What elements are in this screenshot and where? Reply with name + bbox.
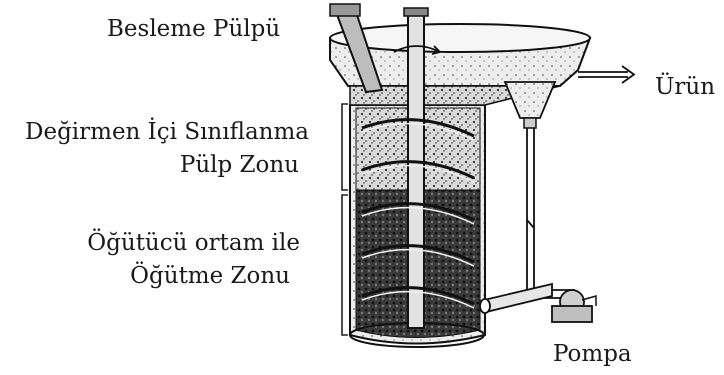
grinding-zone-bracket: [342, 195, 348, 335]
cyclone-classifier: [505, 82, 555, 128]
product-outlet-arrow: [578, 66, 634, 83]
recirculation-pipe: [527, 128, 575, 298]
pump-label: Pompa: [553, 341, 632, 367]
classification-zone-bracket: [342, 104, 348, 190]
product-label: Ürün: [655, 74, 715, 100]
return-pipe: [480, 284, 552, 313]
grinding-zone-label-line1: Öğütücü ortam ile: [87, 230, 300, 256]
classification-zone-label-line1: Değirmen İçi Sınıflanma: [25, 119, 309, 145]
feed-label: Besleme Pülpü: [107, 16, 280, 42]
pump: [552, 290, 596, 322]
grinding-zone-label-line2: Öğütme Zonu: [130, 263, 290, 289]
classification-zone-label-line2: Pülp Zonu: [180, 152, 299, 178]
